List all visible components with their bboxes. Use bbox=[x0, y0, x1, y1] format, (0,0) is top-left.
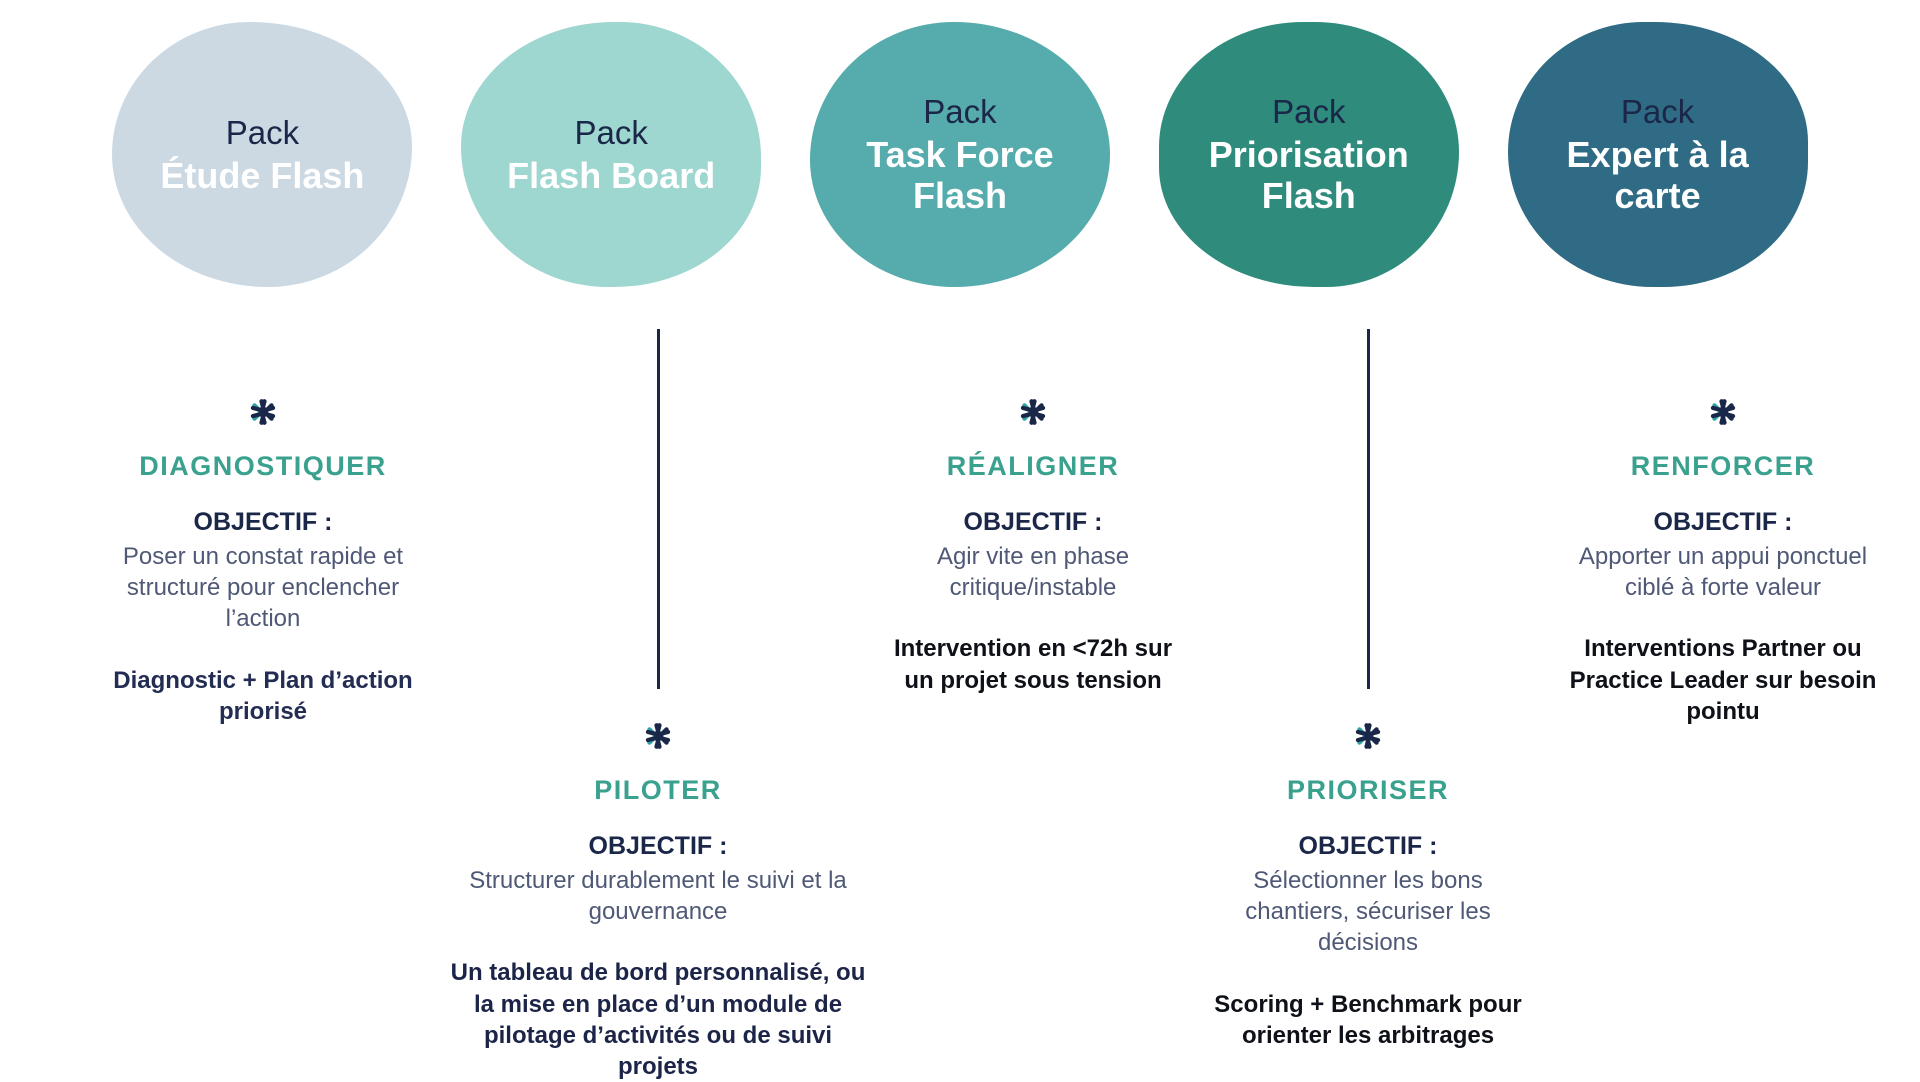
pack-blob-expert-a-la-carte: Pack Expert à la carte bbox=[1507, 22, 1808, 287]
pack-blob-flash-board: Pack Flash Board bbox=[461, 22, 762, 287]
section-renforcer: RENFORCER OBJECTIF : Apporter un appui p… bbox=[1548, 287, 1898, 1082]
section-prioriser: PRIORISER OBJECTIF : Sélectionner les bo… bbox=[1188, 287, 1548, 1082]
objective-label: OBJECTIF : bbox=[588, 832, 728, 860]
pack-title: Priorisation Flash bbox=[1208, 133, 1409, 217]
content-row: DIAGNOSTIQUER OBJECTIF : Poser un consta… bbox=[0, 287, 1920, 1082]
action-heading: PRIORISER bbox=[1286, 775, 1450, 805]
objective-text: Sélectionner les bons chantiers, sécuris… bbox=[1245, 867, 1491, 957]
objective-text: Structurer durablement le suivi et la go… bbox=[469, 867, 847, 926]
connector-line bbox=[1366, 329, 1370, 689]
pack-label: Pack bbox=[1272, 93, 1346, 131]
action-heading: RENFORCER bbox=[1630, 451, 1816, 481]
section-piloter: PILOTER OBJECTIF : Structurer durablemen… bbox=[438, 287, 878, 1082]
section-diagnostiquer: DIAGNOSTIQUER OBJECTIF : Poser un consta… bbox=[88, 287, 438, 1082]
chevron-asterisk-icon bbox=[1349, 717, 1387, 755]
chevron-asterisk-icon bbox=[639, 717, 677, 755]
pack-label: Pack bbox=[1620, 93, 1695, 131]
pack-title: Étude Flash bbox=[160, 154, 365, 196]
pack-title: Expert à la carte bbox=[1566, 133, 1749, 217]
action-heading: PILOTER bbox=[594, 775, 722, 805]
objective-label: OBJECTIF : bbox=[193, 508, 333, 536]
pack-title: Flash Board bbox=[507, 154, 716, 196]
deliverable-text: Un tableau de bord personnalisé, ou la m… bbox=[450, 959, 866, 1080]
pack-title: Task Force Flash bbox=[866, 133, 1054, 217]
chevron-asterisk-icon bbox=[1704, 393, 1742, 431]
objective-text: Poser un constat rapide et structuré pou… bbox=[122, 543, 404, 633]
pack-label: Pack bbox=[225, 114, 300, 151]
chevron-asterisk-icon bbox=[1014, 393, 1052, 431]
blob-row: Pack Étude Flash Pack Flash Board Pack T… bbox=[0, 0, 1920, 287]
objective-label: OBJECTIF : bbox=[963, 508, 1103, 536]
section-realigner: RÉALIGNER OBJECTIF : Agir vite en phase … bbox=[878, 287, 1188, 1082]
action-heading: DIAGNOSTIQUER bbox=[139, 451, 387, 481]
objective-text: Apporter un appui ponctuel ciblé à forte… bbox=[1578, 543, 1868, 602]
deliverable-text: Interventions Partner ou Practice Leader… bbox=[1569, 635, 1877, 725]
deliverable-text: Diagnostic + Plan d’action priorisé bbox=[113, 666, 413, 725]
deliverable-text: Scoring + Benchmark pour orienter les ar… bbox=[1214, 990, 1522, 1049]
pack-label: Pack bbox=[923, 93, 997, 131]
action-heading: RÉALIGNER bbox=[946, 451, 1120, 481]
pack-label: Pack bbox=[574, 114, 648, 151]
objective-label: OBJECTIF : bbox=[1653, 508, 1793, 536]
objective-text: Agir vite en phase critique/instable bbox=[936, 543, 1130, 602]
objective-label: OBJECTIF : bbox=[1298, 832, 1438, 860]
pack-blob-priorisation-flash: Pack Priorisation Flash bbox=[1158, 22, 1459, 287]
pack-blob-etude-flash: Pack Étude Flash bbox=[112, 22, 413, 287]
pack-blob-task-force-flash: Pack Task Force Flash bbox=[809, 22, 1110, 287]
deliverable-text: Intervention en <72h sur un projet sous … bbox=[893, 635, 1173, 694]
connector-line bbox=[656, 329, 660, 689]
chevron-asterisk-icon bbox=[244, 393, 282, 431]
